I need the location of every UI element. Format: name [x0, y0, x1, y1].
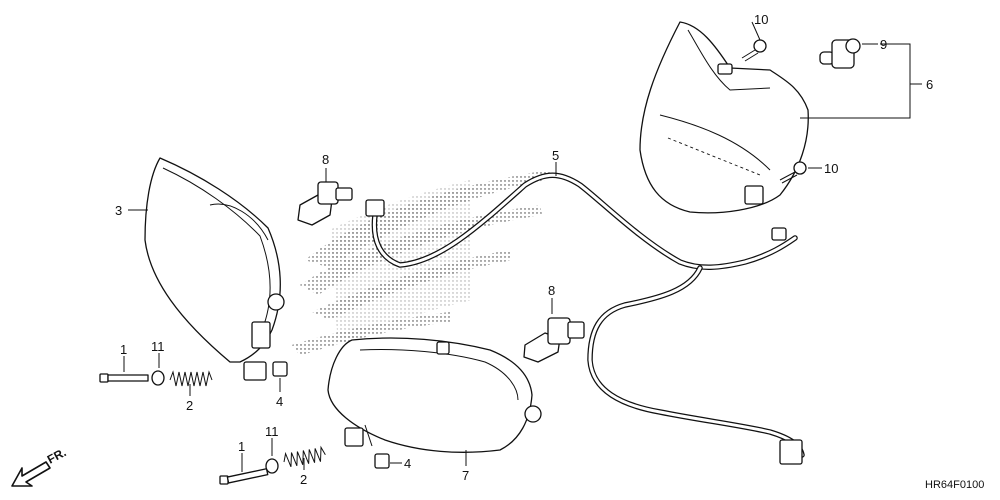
leader-lines — [123, 21, 922, 472]
tail-light — [639, 21, 809, 214]
bulb-right — [523, 317, 585, 363]
callout-5: 5 — [552, 148, 559, 163]
bolt-left-1 — [99, 373, 149, 383]
callout-2-left: 2 — [186, 398, 193, 413]
diagram-code: HR64F0100 — [925, 479, 984, 491]
callout-8-bottom: 8 — [548, 283, 555, 298]
bulb-left — [297, 181, 353, 226]
harness-connector-right — [771, 227, 787, 241]
screw-side — [779, 161, 807, 184]
callout-9: 9 — [880, 37, 887, 52]
callout-8-top: 8 — [322, 152, 329, 167]
callout-11-right: 11 — [265, 424, 279, 439]
washer-left-1 — [151, 370, 165, 386]
callout-1-left: 1 — [120, 342, 127, 357]
bolt-right-1 — [219, 468, 269, 485]
callout-1-right: 1 — [238, 439, 245, 454]
spring-right-1 — [283, 445, 326, 468]
clip-nut-left — [272, 361, 288, 377]
callout-10-top: 10 — [754, 12, 768, 27]
headlight-left — [144, 157, 285, 381]
callout-labels: 1 11 2 4 3 8 5 10 9 6 10 8 1 11 2 4 7 — [115, 12, 933, 487]
tail-bulb-socket — [819, 38, 861, 69]
washer-right-1 — [265, 458, 279, 474]
front-label: FR. — [45, 445, 69, 466]
callout-6: 6 — [926, 77, 933, 92]
screw-top — [741, 39, 767, 62]
headlight-right — [327, 337, 542, 453]
spring-left-1 — [169, 370, 213, 387]
clip-nut-right — [374, 453, 390, 469]
callout-4-right: 4 — [404, 456, 411, 471]
harness-connector-left — [365, 199, 385, 217]
front-direction-indicator: FR. — [11, 445, 69, 487]
front-arrow-icon — [11, 461, 51, 487]
callout-2-right: 2 — [300, 472, 307, 487]
callout-11-left: 11 — [151, 339, 165, 354]
callout-7: 7 — [462, 468, 469, 483]
left-mount-hardware — [99, 361, 288, 387]
callout-3: 3 — [115, 203, 122, 218]
harness-connector-bottom — [779, 439, 803, 465]
right-mount-hardware — [219, 445, 390, 485]
callout-4-left: 4 — [276, 394, 283, 409]
callout-10-side: 10 — [824, 161, 838, 176]
wire-harness — [365, 172, 805, 465]
